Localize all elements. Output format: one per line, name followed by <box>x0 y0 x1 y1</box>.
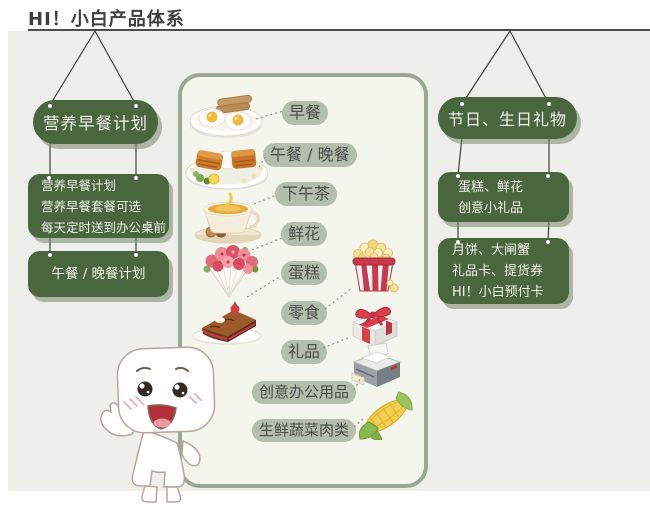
label-afternoon-tea: 下午茶 <box>275 182 338 207</box>
right-sign: 节日、生日礼物 <box>438 97 577 139</box>
gift-items-box: 蛋糕、鲜花 创意小礼品 <box>438 172 569 222</box>
label-office-supplies: 创意办公用品 <box>252 381 357 405</box>
page-title: HI！小白产品体系 <box>28 9 185 30</box>
title-underline <box>28 29 650 31</box>
festival-line: 月饼、大闸蟹 <box>452 243 531 258</box>
meal-plan-label: 午餐 / 晚餐计划 <box>51 265 146 282</box>
afternoon-tea-icon <box>192 192 264 244</box>
breakfast-icon <box>188 93 264 141</box>
festival-line: HI！小白预付卡 <box>452 285 544 300</box>
plan-line: 每天定时送到办公桌前 <box>41 220 167 235</box>
corn-icon <box>355 388 417 440</box>
cake-icon <box>190 293 264 345</box>
plan-line: 营养早餐套餐可选 <box>41 199 142 214</box>
left-sign-label: 营养早餐计划 <box>43 114 148 133</box>
left-sign: 营养早餐计划 <box>33 100 158 144</box>
label-cake: 蛋糕 <box>281 261 328 286</box>
label-snacks: 零食 <box>281 301 328 326</box>
label-flowers: 鲜花 <box>281 222 328 247</box>
label-gifts: 礼品 <box>281 340 328 365</box>
breakfast-plan-box: 营养早餐计划 营养早餐套餐可选 每天定时送到办公桌前 <box>28 174 169 238</box>
plan-line: 营养早餐计划 <box>41 178 117 193</box>
label-breakfast: 早餐 <box>282 101 329 126</box>
festival-line: 礼品卡、提货券 <box>452 264 544 279</box>
meal-plan-box: 午餐 / 晚餐计划 <box>28 251 169 297</box>
mascot-character <box>88 344 228 506</box>
right-sign-label: 节日、生日礼物 <box>447 110 567 129</box>
gift-line: 创意小礼品 <box>458 201 524 216</box>
label-fresh-produce: 生鲜蔬菜肉类 <box>252 419 357 443</box>
lunch-dinner-icon <box>184 138 270 192</box>
label-lunch-dinner: 午餐 / 晚餐 <box>263 143 357 168</box>
flowers-icon <box>198 242 262 298</box>
gift-line: 蛋糕、鲜花 <box>458 180 524 195</box>
popcorn-icon <box>348 238 400 294</box>
festival-items-box: 月饼、大闸蟹 礼品卡、提货券 HI！小白预付卡 <box>438 238 569 304</box>
